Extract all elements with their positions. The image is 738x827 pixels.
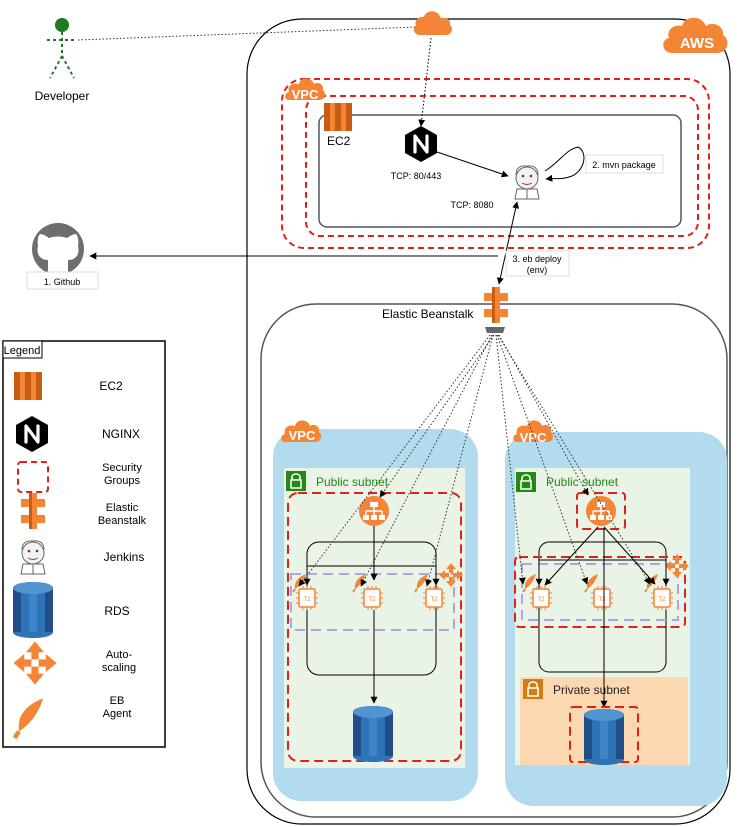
- eb-deploy-label-line1: 3. eb deploy: [512, 254, 562, 264]
- lock-icon-private: [522, 678, 544, 700]
- legend-autoscaling-line2: scaling: [102, 662, 136, 674]
- load-balancer-left-icon: [358, 495, 390, 527]
- legend-title-box: [2, 340, 43, 359]
- developer-icon: [47, 18, 77, 79]
- autoscaling-bounds-right: [521, 563, 679, 621]
- nginx-to-jenkins-arrow: [436, 151, 509, 178]
- mvn-step-box: [585, 154, 664, 174]
- developer-label: Developer: [35, 89, 90, 103]
- eb-deploy-box: [505, 250, 570, 277]
- aws-cloud-icon: AWS: [663, 17, 728, 53]
- legend-rds-icon: [13, 582, 53, 638]
- beanstalk-fanout-lines: [298, 334, 651, 587]
- legend-eb-line2: Beanstalk: [98, 515, 147, 527]
- security-group-rds-right: [569, 706, 639, 763]
- legend-ec2-icon: [14, 372, 42, 400]
- legend-security-groups-line2: Groups: [104, 475, 141, 487]
- legend-panel: [2, 340, 166, 748]
- ec2-label: EC2: [327, 134, 351, 148]
- elastic-beanstalk-title: Elastic Beanstalk: [382, 307, 474, 321]
- lock-icon-right: [515, 471, 537, 493]
- t2-right-3-label: T2: [658, 597, 666, 603]
- legend-autoscaling-line1: Auto-: [106, 649, 133, 661]
- t2-left-3-label: T2: [430, 597, 438, 603]
- github-icon: [32, 223, 84, 275]
- legend-title: Legend: [4, 345, 41, 357]
- aws-badge-label: AWS: [680, 35, 714, 52]
- legend-nginx-label: NGINX: [102, 427, 140, 441]
- public-subnet-left-label: Public subnet: [316, 475, 389, 489]
- developer-to-internet-line: [77, 26, 417, 41]
- legend-eb-agent-line1: EB: [110, 695, 125, 707]
- security-group-outer: [281, 78, 710, 249]
- mvn-step-label: 2. mvn package: [592, 160, 656, 170]
- t2-right-1-label: T2: [537, 597, 545, 603]
- nginx-port-label: TCP: 80/443: [391, 171, 442, 181]
- t2-left-1-label: T2: [303, 597, 311, 603]
- legend-eb-agent-line2: Agent: [103, 708, 132, 720]
- t2-right-2-label: T2: [598, 597, 606, 603]
- lock-icon-left: [285, 470, 307, 492]
- internet-gateway-icon: [413, 11, 453, 36]
- security-group-instances-right: [514, 556, 686, 628]
- security-group-elb-right: [576, 492, 626, 530]
- ec2-icon: [324, 103, 352, 131]
- eb-deploy-label-line2: (env): [527, 265, 548, 275]
- beanstalk-anchor-icon: [485, 327, 505, 333]
- public-subnet-right-label: Public subnet: [546, 475, 619, 489]
- t2-left-2-label: T2: [368, 597, 376, 603]
- jenkins-icon: [514, 165, 540, 200]
- jenkins-port-label: TCP: 8080: [450, 200, 493, 210]
- elb-to-instance-right-3: [603, 526, 656, 585]
- mvn-loop-arrow: [544, 146, 585, 182]
- legend-security-groups-line1: Security: [102, 462, 142, 474]
- legend-security-group-icon: [17, 461, 49, 493]
- rds-right-icon: [584, 709, 624, 765]
- vpc-left-label: VPC: [289, 428, 316, 443]
- legend-jenkins-icon: [20, 540, 46, 575]
- eb-deploy-arrow: [496, 201, 520, 285]
- legend-rds-label: RDS: [104, 604, 129, 618]
- vpc-top-label: VPC: [292, 87, 319, 102]
- legend-ec2-label: EC2: [99, 379, 123, 393]
- internet-to-nginx-line: [418, 37, 432, 127]
- legend-jenkins-label: Jenkins: [104, 550, 145, 564]
- github-step-box: [26, 271, 99, 290]
- vpc-right-label: VPC: [520, 430, 547, 445]
- rds-left-icon: [353, 706, 393, 762]
- private-subnet-label: Private subnet: [553, 683, 630, 697]
- elb-to-instance-right-1: [544, 526, 599, 586]
- github-step-label: 1. Github: [44, 277, 81, 287]
- legend-eb-line1: Elastic: [106, 502, 139, 514]
